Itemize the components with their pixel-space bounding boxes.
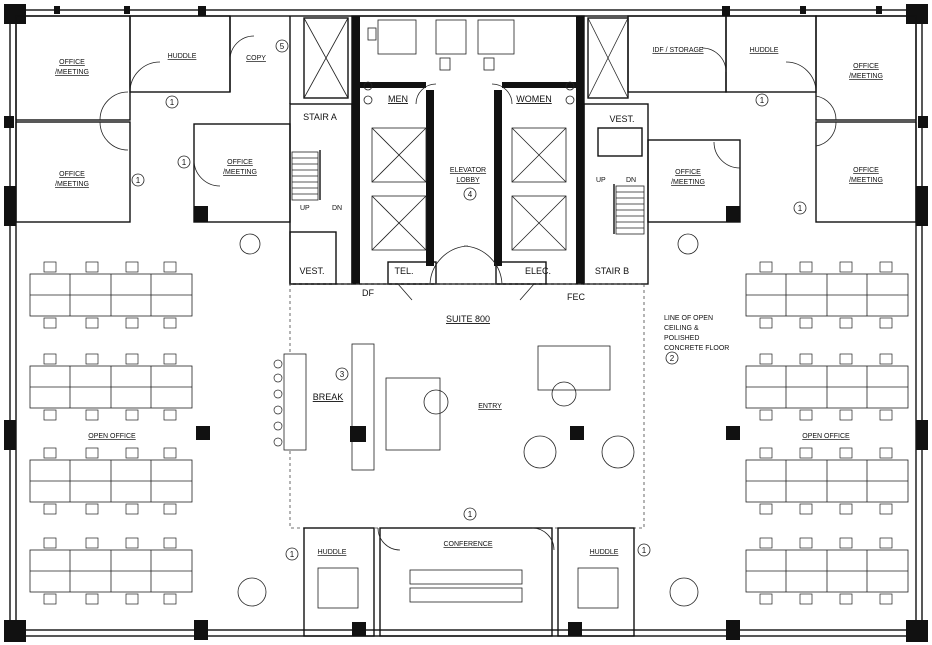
workstation-row: [29, 261, 193, 329]
suite-note-1: LINE OF OPEN: [664, 315, 713, 322]
label-office-meeting-2b: /MEETING: [55, 181, 89, 188]
label-fec: FEC: [567, 292, 586, 302]
svg-text:4: 4: [468, 190, 473, 199]
svg-text:2: 2: [670, 354, 675, 363]
open-office-left: [29, 261, 193, 605]
label-women: WOMEN: [516, 94, 552, 104]
svg-text:5: 5: [280, 42, 285, 51]
label-conference: CONFERENCE: [443, 541, 492, 548]
label-stair-b: STAIR B: [595, 266, 629, 276]
svg-text:1: 1: [760, 96, 765, 105]
workstation-row: [29, 353, 193, 421]
label-entry: ENTRY: [478, 403, 502, 410]
svg-text:1: 1: [290, 550, 295, 559]
label-office-meeting-2a: OFFICE: [59, 171, 85, 178]
label-huddle-3: HUDDLE: [318, 549, 347, 556]
svg-text:1: 1: [136, 176, 141, 185]
label-vest-1: VEST.: [299, 266, 324, 276]
label-tel: TEL.: [394, 266, 413, 276]
stair-a-treads: [291, 150, 321, 201]
workstation-row: [745, 447, 909, 515]
svg-text:1: 1: [182, 158, 187, 167]
label-office-meeting-4b: /MEETING: [671, 179, 705, 186]
label-copy: COPY: [246, 55, 266, 62]
bottom-rooms: [303, 527, 635, 637]
label-office-meeting-6a: OFFICE: [853, 167, 879, 174]
svg-text:1: 1: [642, 546, 647, 555]
label-elec: ELEC.: [525, 266, 551, 276]
svg-text:3: 3: [340, 370, 345, 379]
label-elevator-lobby-a: ELEVATOR: [450, 167, 486, 174]
stair-a-dn: DN: [332, 205, 342, 212]
left-office-block: [15, 15, 291, 223]
label-office-meeting-3a: OFFICE: [227, 159, 253, 166]
workstation-row: [29, 537, 193, 605]
suite-note-4: CONCRETE FLOOR: [664, 345, 729, 352]
key-circles: [131, 39, 807, 561]
label-elevator-lobby-b: LOBBY: [456, 177, 480, 184]
svg-text:1: 1: [170, 98, 175, 107]
label-suite-title: SUITE 800: [446, 314, 490, 324]
svg-text:1: 1: [798, 204, 803, 213]
label-huddle-2: HUDDLE: [750, 47, 779, 54]
break-lounge: [273, 343, 635, 471]
label-huddle-4: HUDDLE: [590, 549, 619, 556]
label-men: MEN: [388, 94, 408, 104]
label-office-meeting-5b: /MEETING: [849, 73, 883, 80]
label-idf-storage: IDF / STORAGE: [652, 47, 704, 54]
svg-text:1: 1: [468, 510, 473, 519]
label-office-meeting-5a: OFFICE: [853, 63, 879, 70]
open-office-right: [745, 261, 909, 605]
label-break: BREAK: [313, 392, 344, 402]
label-open-office-right: OPEN OFFICE: [802, 433, 850, 440]
label-stair-a: STAIR A: [303, 112, 337, 122]
stair-b-dn: DN: [626, 177, 636, 184]
key-numbers: 1 1 1 5 1 1 3 4 1 1 1 2: [136, 42, 803, 559]
label-office-meeting-1a: OFFICE: [59, 59, 85, 66]
stair-a-up: UP: [300, 205, 310, 212]
stair-b-treads: [613, 184, 645, 235]
stair-b-up: UP: [596, 177, 606, 184]
workstation-row: [745, 537, 909, 605]
label-open-office-left: OPEN OFFICE: [88, 433, 136, 440]
label-office-meeting-3b: /MEETING: [223, 169, 257, 176]
workstation-row: [29, 447, 193, 515]
corner-lounge: [237, 233, 699, 607]
label-vest-2: VEST.: [609, 114, 634, 124]
label-office-meeting-1b: /MEETING: [55, 69, 89, 76]
label-office-meeting-4a: OFFICE: [675, 169, 701, 176]
label-df: DF: [362, 288, 374, 298]
suite-note-2: CEILING &: [664, 325, 699, 332]
workstation-row: [745, 353, 909, 421]
label-huddle-1: HUDDLE: [168, 53, 197, 60]
room-labels: OFFICE /MEETING OFFICE /MEETING OFFICE /…: [55, 47, 883, 556]
suite-note-3: POLISHED: [664, 335, 699, 342]
building-core: [289, 15, 649, 301]
workstation-row: [745, 261, 909, 329]
label-office-meeting-6b: /MEETING: [849, 177, 883, 184]
